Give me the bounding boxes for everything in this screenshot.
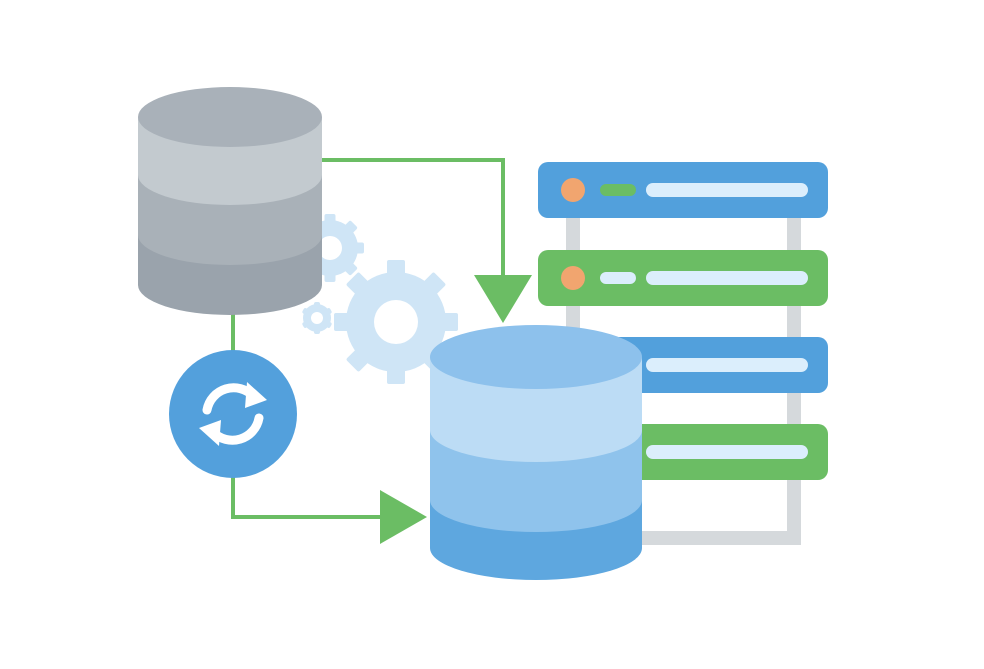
gear-tooth	[324, 214, 336, 224]
gears-icon	[296, 214, 458, 384]
record-dot	[561, 178, 585, 202]
gear-tooth	[324, 272, 336, 282]
record-line	[646, 358, 808, 372]
record-line	[646, 445, 808, 459]
sync-icon	[169, 350, 297, 478]
gear-tooth	[334, 313, 350, 331]
record-row	[538, 250, 828, 306]
arrow-head-down	[474, 275, 532, 323]
gear-tooth	[314, 302, 320, 308]
connector-top	[318, 158, 505, 285]
gear-tooth	[302, 308, 310, 315]
gear-tooth	[343, 261, 358, 276]
gear-tooth	[422, 272, 446, 296]
gear-tooth	[324, 308, 332, 315]
source-db-top	[138, 87, 322, 147]
record-row	[538, 162, 828, 218]
gear-tooth	[343, 220, 358, 235]
record-line	[646, 271, 808, 285]
gear-tooth	[442, 313, 458, 331]
gear-tooth	[346, 272, 370, 296]
record-tag	[600, 272, 636, 284]
gear-large	[334, 260, 458, 384]
gear-tooth	[302, 321, 310, 328]
target-database-icon	[430, 325, 642, 580]
record-tag	[600, 184, 636, 196]
gear-tooth	[314, 328, 320, 334]
record-line	[646, 183, 808, 197]
gear-tooth	[387, 260, 405, 276]
target-db-top	[430, 325, 642, 389]
gear-tooth	[387, 368, 405, 384]
gear-tooth	[346, 348, 370, 372]
gear-small	[302, 302, 332, 334]
record-dot	[561, 266, 585, 290]
gear-tooth	[324, 321, 332, 328]
gear-tooth	[354, 242, 364, 254]
source-database-icon	[138, 87, 322, 315]
arrow-head-right	[380, 490, 427, 544]
